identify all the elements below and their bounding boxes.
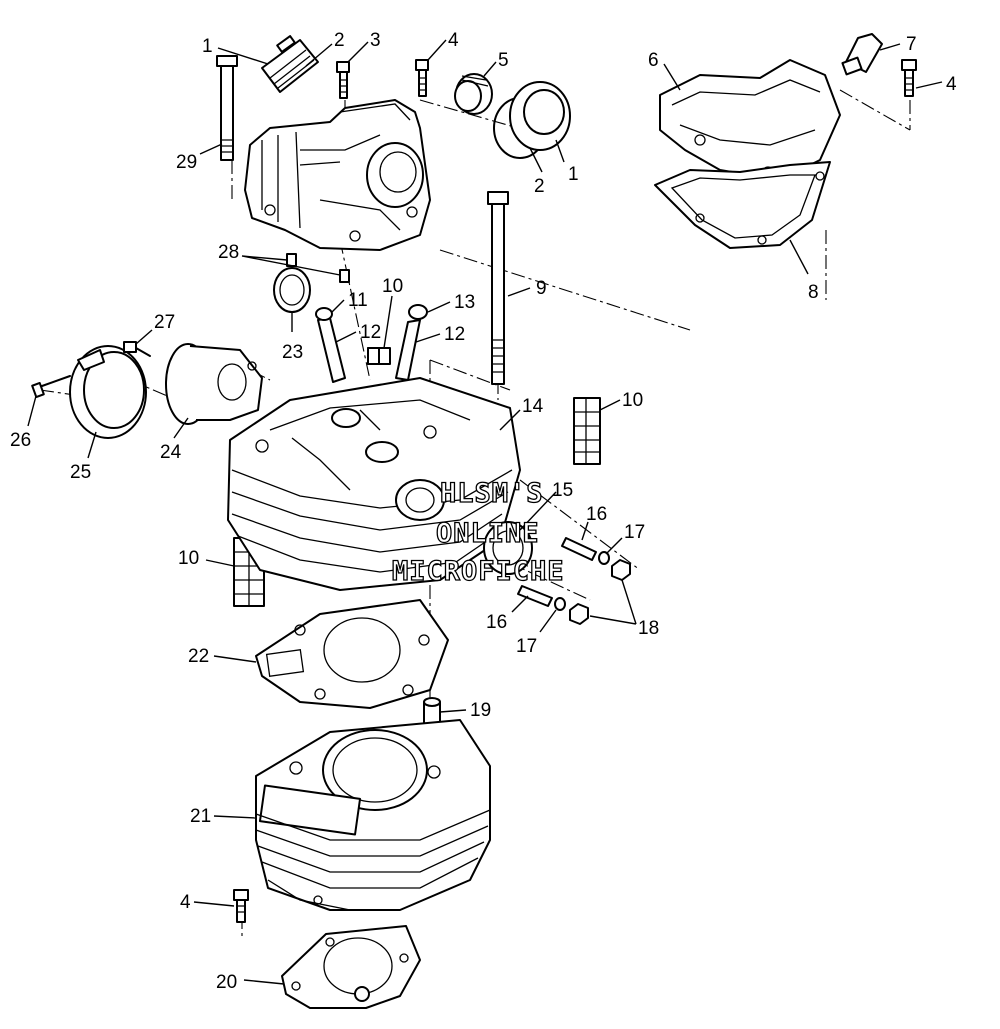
- callout-13: 13: [454, 292, 475, 313]
- bolt-4-lower: [233, 889, 249, 923]
- plug-23: [273, 267, 311, 313]
- callout-23: 23: [282, 342, 303, 363]
- nut-18-upper: [611, 559, 631, 581]
- cylinder-head-14: [227, 377, 521, 591]
- callout-24: 24: [160, 442, 182, 463]
- gasket-8: [654, 161, 831, 249]
- camshaft-housing: [244, 99, 431, 251]
- callout-15: 15: [552, 480, 573, 501]
- callout-4: 4: [448, 30, 459, 51]
- callout-9: 9: [536, 278, 547, 299]
- callout-11: 11: [348, 290, 368, 311]
- side-cover-6: [659, 59, 841, 181]
- callout-6: 6: [648, 50, 659, 71]
- callout-labels: 1 2 3 4 5 2 1 6 7 4 8 29 28 10 11 13 9 1…: [10, 30, 957, 993]
- bolt-4-top: [415, 59, 429, 97]
- cylinder-block-21: [255, 719, 491, 911]
- callout-29: 29: [176, 152, 197, 173]
- callout-17: 17: [624, 522, 645, 543]
- watermark-line-2: ONLINE: [436, 518, 540, 549]
- callout-10: 10: [622, 390, 643, 411]
- callout-25: 25: [70, 462, 91, 483]
- stud-16-upper: [561, 537, 597, 561]
- inspection-cap-1-2: [493, 81, 571, 159]
- dowel-19: [423, 697, 441, 725]
- callout-27: 27: [154, 312, 175, 333]
- callout-2: 2: [534, 176, 545, 197]
- watermark-line-3: MICROFICHE: [392, 556, 565, 587]
- callout-16: 16: [586, 504, 607, 525]
- watermark: HLSM'S ONLINE MICROFICHE: [391, 477, 565, 587]
- callout-22: 22: [188, 646, 209, 667]
- callout-16: 16: [486, 612, 507, 633]
- callout-2: 2: [334, 30, 345, 51]
- callout-5: 5: [498, 50, 509, 71]
- watermark-line-1: HLSM'S: [440, 478, 544, 509]
- bolt-3: [336, 61, 350, 99]
- callout-17: 17: [516, 636, 537, 657]
- leader-lines: [27, 39, 943, 985]
- callout-28: 28: [218, 242, 239, 263]
- base-gasket-20: [281, 925, 421, 1009]
- nut-18-lower: [569, 603, 589, 625]
- stud-16-lower: [517, 585, 553, 607]
- screw-26: [31, 375, 71, 399]
- callout-10: 10: [382, 276, 403, 297]
- washer-17-lower: [554, 597, 566, 611]
- callout-4: 4: [180, 892, 191, 913]
- head-gasket-22: [255, 599, 449, 709]
- long-bolt-9: [487, 191, 509, 385]
- stud-bolt-29: [216, 55, 238, 161]
- callout-1: 1: [568, 164, 579, 185]
- washer-17-upper: [598, 551, 610, 565]
- callout-10: 10: [178, 548, 199, 569]
- top-cap-1-2: [261, 35, 319, 93]
- callout-3: 3: [370, 30, 381, 51]
- callout-20: 20: [216, 972, 237, 993]
- callout-4: 4: [946, 74, 957, 95]
- bolt-4-right: [901, 59, 917, 97]
- callout-21: 21: [190, 806, 211, 827]
- keepers-10-right: [573, 397, 601, 465]
- callout-26: 26: [10, 430, 31, 451]
- intake-boot-24: [165, 343, 263, 425]
- callout-1: 1: [202, 36, 213, 57]
- clamp-25: [69, 345, 147, 439]
- elbow-fitting-7: [841, 33, 883, 76]
- screw-27: [123, 341, 151, 357]
- gasket-15: [483, 521, 533, 575]
- callout-18: 18: [638, 618, 659, 639]
- callout-12: 12: [444, 324, 465, 345]
- callout-8: 8: [808, 282, 819, 303]
- callout-14: 14: [522, 396, 544, 417]
- callout-19: 19: [470, 700, 491, 721]
- callout-7: 7: [906, 34, 917, 55]
- callout-12: 12: [360, 322, 381, 343]
- keepers-10-top: [367, 347, 391, 365]
- threaded-plug-5: [454, 73, 493, 115]
- valve-guides-11-12-13: [315, 304, 428, 383]
